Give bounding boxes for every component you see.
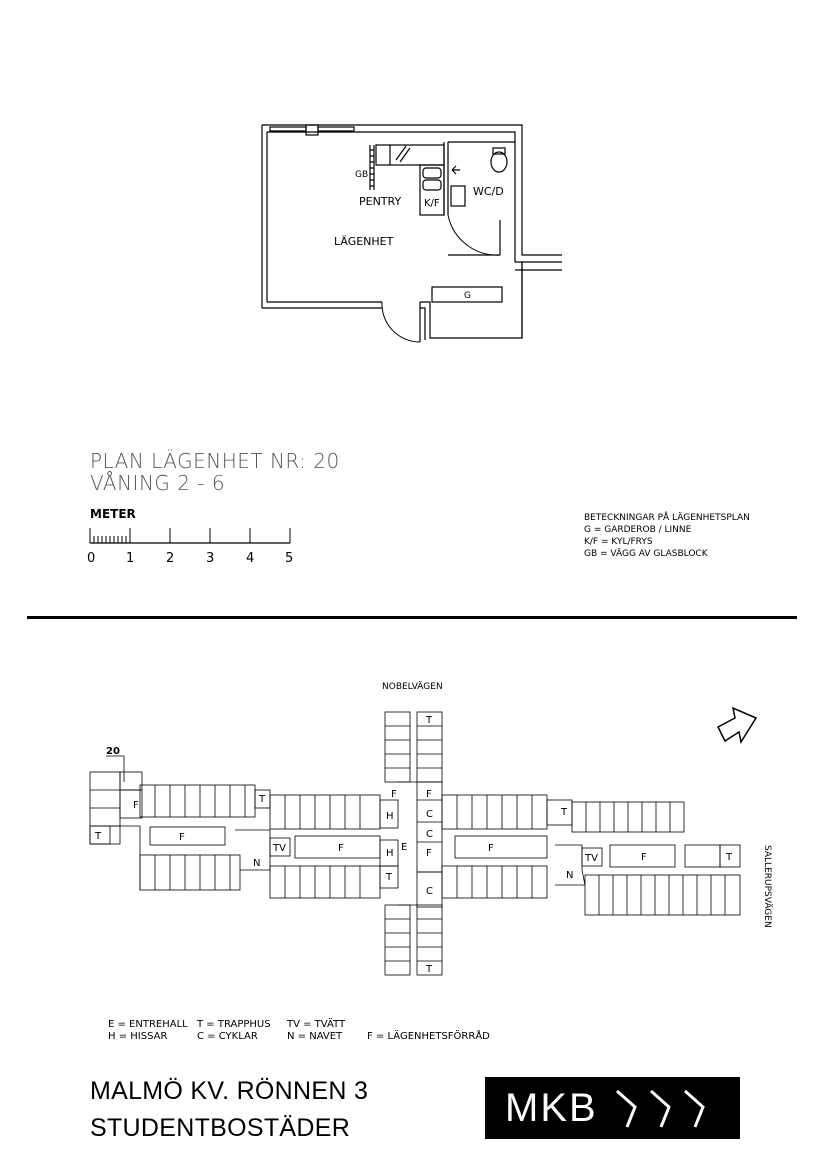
site-legend-item: N = NAVET [287,1031,343,1042]
apartment-floor-plan: GB PENTRY K/F WC/D LÄGENHET G [261,124,562,343]
site-legend-item: E = ENTREHALL [108,1019,188,1030]
site-legend-col3: TV = TVÄTT N = NAVET [287,1019,345,1043]
site-label-n: N [253,858,260,869]
logo-chevrons-icon [616,1089,705,1128]
site-label-h: H [386,848,394,859]
site-label-f: F [488,843,494,854]
scale-tick-5: 5 [285,551,293,566]
site-label-h: H [386,811,394,822]
site-label-t: T [725,852,733,863]
site-label-f: F [426,789,432,800]
scale-tick-2: 2 [166,551,174,566]
mkb-logo: MKB [485,1077,740,1139]
plan-title-line1: PLAN LÄGENHET NR: 20 [90,449,340,473]
scale-tick-0: 0 [87,551,95,566]
room-label-lagenhet: LÄGENHET [334,235,394,248]
site-label-c: C [426,809,433,820]
site-label-t: T [425,715,433,726]
plan-legend-item: K/F = KYL/FRYS [584,537,653,547]
site-label-c: C [426,886,433,897]
site-label-f: F [641,852,647,863]
site-label-tv: TV [584,853,598,864]
plan-title: PLAN LÄGENHET NR: 20 VÅNING 2 - 6 [90,450,340,494]
site-label-f: F [179,832,185,843]
site-label-f: F [426,848,432,859]
site-label-t: T [94,831,102,842]
site-label-tv: TV [272,843,286,854]
site-label-t: T [385,872,393,883]
site-plan: 20 F T T F N TV F F H H E T T F C C F C … [89,706,758,976]
scale-tick-1: 1 [126,551,134,566]
site-legend-item: TV = TVÄTT [287,1019,346,1030]
site-label-f: F [391,789,397,800]
plan-legend-item: G = GARDEROB / LINNE [584,525,692,535]
site-legend-item [367,1019,490,1031]
room-label-pentry: PENTRY [359,195,401,208]
scale-label: METER [90,507,136,521]
site-legend-col1: E = ENTREHALL H = HISSAR [108,1019,188,1043]
site-label-c: C [426,829,433,840]
scale-bar: 0 1 2 3 4 5 [87,528,293,566]
site-label-t: T [560,807,568,818]
logo-text: MKB [505,1086,598,1130]
site-label-n: N [566,870,573,881]
site-label-f: F [338,843,344,854]
site-legend-item: C = CYKLAR [197,1031,258,1042]
apartment-marker-label: 20 [106,746,120,757]
footer-title-line1: MALMÖ KV. RÖNNEN 3 [90,1077,369,1105]
site-legend-item: F = LÄGENHETSFÖRRÅD [367,1031,490,1042]
site-label-e: E [401,842,407,853]
scale-tick-4: 4 [246,551,254,566]
plan-legend-item: GB = VÄGG AV GLASBLOCK [584,549,708,559]
site-label-t: T [258,794,266,805]
street-label-north: NOBELVÄGEN [382,682,443,692]
north-arrow-icon [717,706,758,744]
footer-title-line2: STUDENTBOSTÄDER [90,1114,351,1142]
room-label-kf: K/F [424,198,440,209]
plan-legend: BETECKNINGAR PÅ LÄGENHETSPLAN G = GARDER… [584,512,750,560]
site-legend-item: H = HISSAR [108,1031,168,1042]
room-label-gb: GB [355,170,368,180]
plan-title-line2: VÅNING 2 - 6 [90,471,226,495]
scale-tick-3: 3 [206,551,214,566]
site-legend-item: T = TRAPPHUS [197,1019,271,1030]
site-legend-col2: T = TRAPPHUS C = CYKLAR [197,1019,271,1043]
plan-legend-heading: BETECKNINGAR PÅ LÄGENHETSPLAN [584,513,750,523]
room-label-g: G [464,291,471,301]
site-label-f: F [133,800,139,811]
room-label-wcd: WC/D [473,185,504,198]
site-legend-col4: F = LÄGENHETSFÖRRÅD [367,1019,490,1043]
section-divider [27,616,797,619]
site-label-t: T [425,964,433,975]
